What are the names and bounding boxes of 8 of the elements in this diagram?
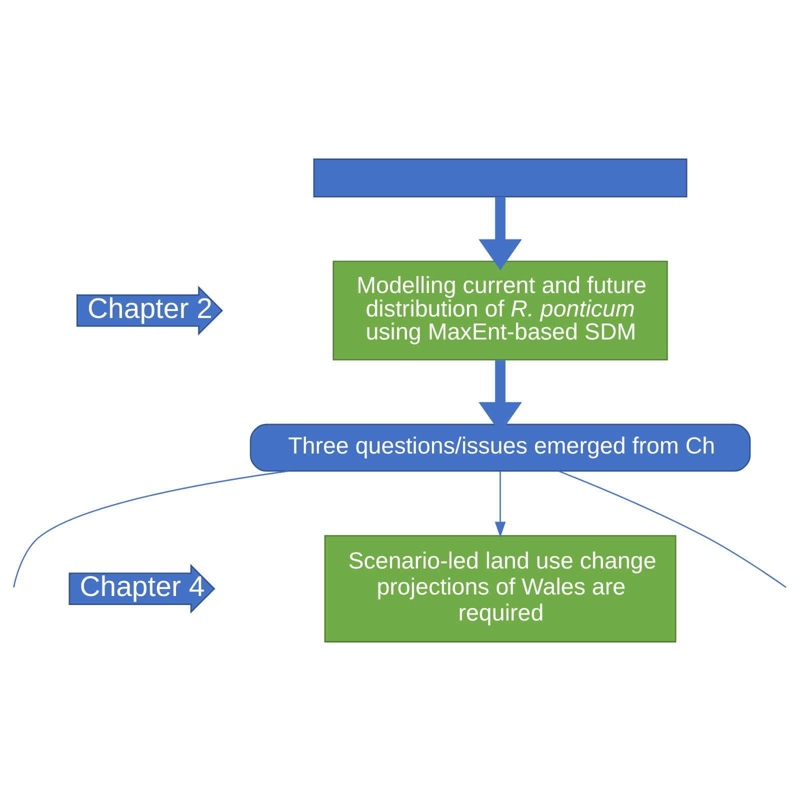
node-box: Three questions/issues emerged from Ch xyxy=(250,423,751,472)
arrow xyxy=(478,196,522,270)
node-box xyxy=(313,158,688,197)
arrow xyxy=(494,470,506,537)
node-box: Scenario-led land use change projections of Wales are required xyxy=(324,534,676,642)
node-box: Modelling current and future distribution of R. ponticum using MaxEnt-based SDM xyxy=(332,260,668,360)
connector xyxy=(13,470,288,587)
connector xyxy=(558,470,786,588)
